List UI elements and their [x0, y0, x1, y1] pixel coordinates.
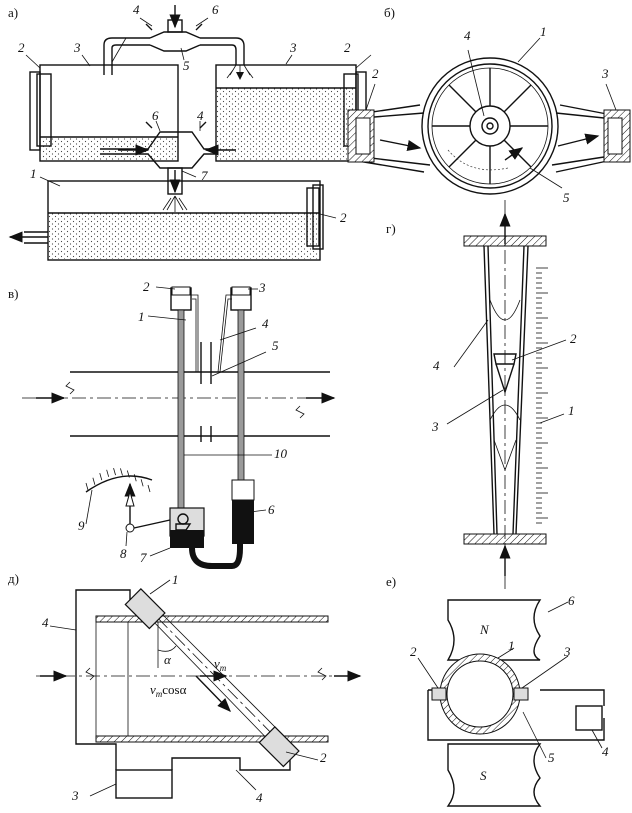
- b-label-3: 3: [601, 66, 609, 81]
- pole-s-label: S: [480, 768, 487, 783]
- gauge-arc: [85, 475, 153, 493]
- v-label-2: 2: [143, 279, 150, 294]
- e-label-6: 6: [568, 593, 575, 608]
- lower-spray: [162, 195, 188, 212]
- d-velocity-projection: vтcosα: [150, 682, 187, 699]
- v-label-10: 10: [274, 446, 288, 461]
- upper-switch-valve: [149, 31, 201, 52]
- a-label-4: 4: [133, 2, 140, 17]
- electrode-right: [513, 687, 529, 701]
- gauge-tick: [140, 479, 144, 487]
- transducer-2: [258, 726, 300, 768]
- panel-g: г) 4 2 3 1: [386, 200, 577, 590]
- panel-b: б): [347, 5, 631, 205]
- v-label-3: 3: [258, 280, 266, 295]
- v-label-9: 9: [78, 518, 85, 533]
- g-label-4: 4: [433, 358, 440, 373]
- d-velocity: vт: [214, 656, 227, 673]
- gauge-tick: [126, 470, 130, 478]
- lower-tank: [47, 180, 321, 261]
- g-label-1: 1: [568, 403, 575, 418]
- panel-d: д) 1 2 4 4 3 α: [8, 571, 362, 805]
- panel-v: в): [8, 279, 336, 569]
- voltmeter: [575, 705, 603, 731]
- a-label-1: 1: [30, 166, 37, 181]
- d-label-3: 3: [71, 788, 79, 803]
- gauge-tick: [92, 477, 96, 485]
- e-label-4: 4: [602, 744, 609, 759]
- e-label-3: 3: [563, 644, 571, 659]
- panel-b-title: б): [384, 5, 395, 20]
- b-label-2: 2: [372, 66, 379, 81]
- g-label-2: 2: [570, 331, 577, 346]
- b-label-4: 4: [464, 28, 471, 43]
- a-label-2-right: 2: [344, 40, 351, 55]
- a-label-3-left: 3: [73, 40, 81, 55]
- panel-e: е) N S 6 5 1 3 2 4: [386, 574, 609, 807]
- lower-tank-liquid: [49, 213, 319, 259]
- gauge-ticks: [85, 468, 151, 493]
- b-label-5: 5: [563, 190, 570, 205]
- electronic-unit: [115, 769, 173, 799]
- d-angle-alpha: α: [164, 652, 172, 667]
- right-tube: [237, 309, 245, 481]
- d-label-1: 1: [172, 572, 179, 587]
- e-label-5: 5: [548, 750, 555, 765]
- gauge-tick: [85, 482, 89, 491]
- a-label-6-lower: 6: [152, 108, 159, 123]
- panel-g-title: г): [386, 221, 396, 236]
- a-label-5: 5: [183, 58, 190, 73]
- gauge-tick: [133, 474, 137, 482]
- impeller-blades: [432, 68, 548, 184]
- panel-d-title: д): [8, 571, 19, 586]
- d-label-4-left: 4: [42, 615, 49, 630]
- g-label-3: 3: [431, 419, 439, 434]
- d-label-2: 2: [320, 750, 327, 765]
- panel-a-title: а): [8, 5, 18, 20]
- pole-n-label: N: [479, 622, 490, 637]
- v-label-7: 7: [140, 550, 147, 565]
- rotameter-scale: [536, 267, 548, 524]
- gauge-tick: [147, 484, 151, 493]
- panel-e-title: е): [386, 574, 396, 589]
- magnet-pole-n: [446, 599, 542, 661]
- a-label-2-left: 2: [18, 40, 25, 55]
- v-label-6: 6: [268, 502, 275, 517]
- gauge-tick: [99, 473, 103, 481]
- electrode-left: [431, 687, 447, 701]
- a-label-7: 7: [201, 168, 208, 183]
- e-label-2: 2: [410, 644, 417, 659]
- magnet-pole-s: [446, 743, 542, 807]
- transducer-1: [124, 588, 166, 630]
- gauge-tick: [106, 469, 110, 477]
- d-label-4-bottom: 4: [256, 790, 263, 805]
- v-label-8: 8: [120, 546, 127, 561]
- e-label-1: 1: [508, 638, 515, 653]
- panel-a: а): [8, 2, 372, 261]
- a-label-6: 6: [212, 2, 219, 17]
- v-label-5: 5: [272, 338, 279, 353]
- left-tube: [177, 309, 185, 509]
- v-label-1: 1: [138, 309, 145, 324]
- a-label-2-lower: 2: [340, 210, 347, 225]
- gauge-tick: [120, 468, 123, 476]
- panel-v-title: в): [8, 286, 18, 301]
- left-tank-gauge: [36, 73, 52, 147]
- right-tank-liquid: [217, 88, 355, 160]
- a-label-4-lower: 4: [197, 108, 204, 123]
- a-label-3-right: 3: [289, 40, 297, 55]
- gauge-tick: [113, 468, 116, 476]
- v-label-4: 4: [262, 316, 269, 331]
- right-tank-spray: [226, 64, 254, 79]
- b-label-1: 1: [540, 24, 547, 39]
